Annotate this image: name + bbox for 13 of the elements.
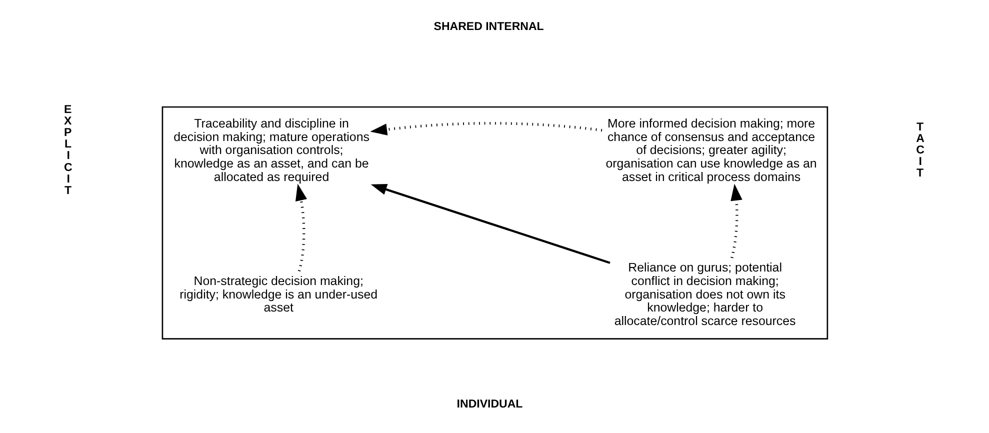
node-text: Reliance on gurus; potential conflict in decision making; organisation does not own its knowledge; harder to allocate/control scarce resources	[614, 260, 796, 328]
arrow	[730, 184, 742, 258]
arrow	[370, 122, 602, 136]
label: TACIT	[916, 121, 924, 180]
label: SHARED INTERNAL	[434, 20, 544, 33]
label: INDIVIDUAL	[456, 398, 523, 410]
arrow	[370, 184, 610, 264]
node-text: Non-strategic decision making; rigidity; knowledge is an under-used asset	[180, 274, 378, 315]
node-text: More informed decision making; more chance of consensus and acceptance of decisions; greater agility; organisation can use knowledge as an asset in critical process domains	[606, 116, 817, 184]
label: EXPLICIT	[64, 104, 72, 197]
cluster	[162, 106, 828, 340]
node-text: Traceability and discipline in decision making; mature operations with organisation controls; knowledge as an asset, and can be allocated as required	[174, 116, 370, 184]
arrow	[295, 184, 308, 272]
